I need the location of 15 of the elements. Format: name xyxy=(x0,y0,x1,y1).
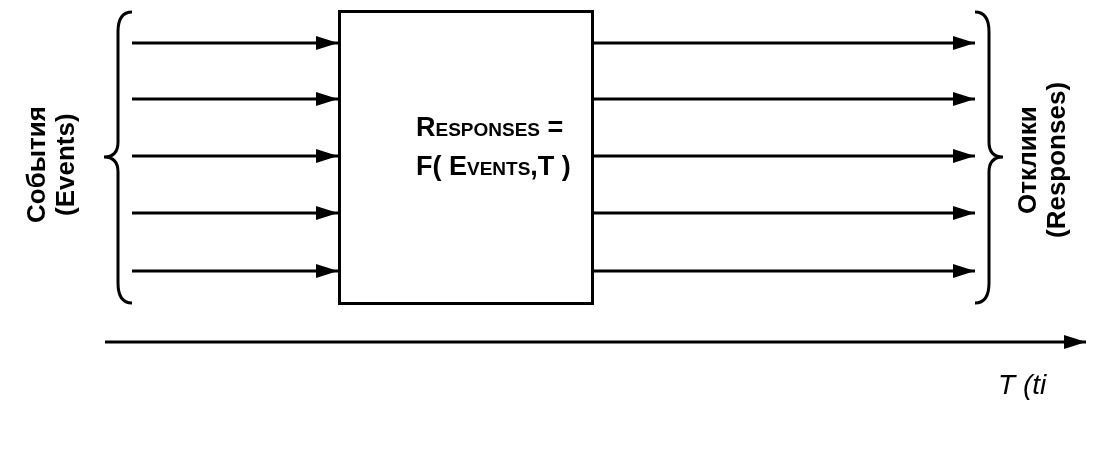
arrow xyxy=(132,149,338,163)
arrow xyxy=(594,264,975,278)
arrow xyxy=(132,36,338,50)
process-box xyxy=(338,10,594,305)
arrow xyxy=(594,206,975,220)
arrow xyxy=(132,92,338,106)
arrow xyxy=(594,92,975,106)
arrow xyxy=(132,264,338,278)
axis-label: T (ti xyxy=(998,368,1048,402)
arrow xyxy=(132,206,338,220)
arrow xyxy=(594,36,975,50)
formula-text: Responses = F( Events,T ) xyxy=(416,111,572,184)
arrow xyxy=(594,149,975,163)
side-label: Отклики (Responses) xyxy=(1013,81,1072,241)
side-label: События (Events) xyxy=(22,105,81,226)
